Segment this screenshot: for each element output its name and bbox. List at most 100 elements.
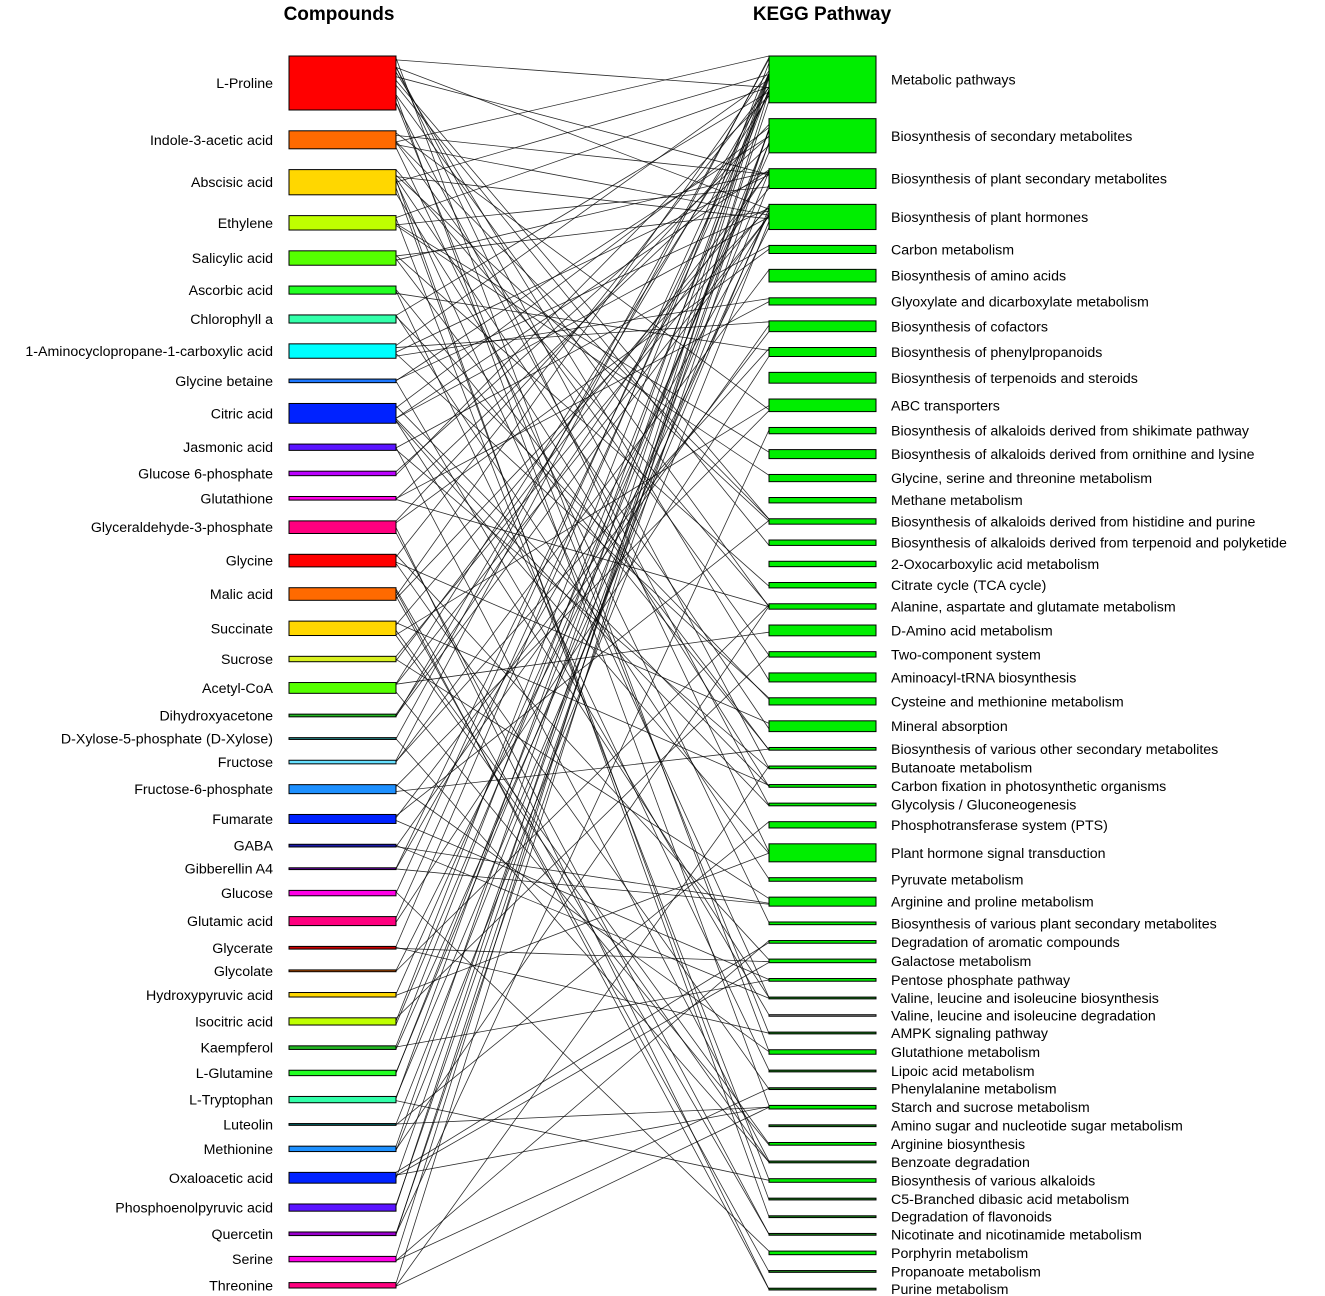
compound-label: Chlorophyll a bbox=[190, 312, 273, 328]
pathway-node-box bbox=[768, 1160, 877, 1164]
compound-label: Methionine bbox=[204, 1142, 274, 1158]
pathway-label: Glycine, serine and threonine metabolism bbox=[891, 471, 1152, 487]
pathway-node-box bbox=[768, 203, 877, 231]
pathway-node-box bbox=[768, 118, 877, 154]
edge-14-42 bbox=[395, 563, 770, 1090]
edge-0-43 bbox=[395, 95, 770, 1106]
edge-23-7 bbox=[395, 331, 770, 818]
pathway-label: ABC transporters bbox=[891, 398, 1000, 414]
edge-layer bbox=[395, 55, 770, 1290]
compound-label: Isocitric acid bbox=[195, 1014, 273, 1030]
pathway-label: Butanoate metabolism bbox=[891, 760, 1032, 776]
edge-1-0 bbox=[395, 55, 770, 143]
edge-22-25 bbox=[395, 748, 770, 792]
compound-label: Kaempferol bbox=[200, 1041, 273, 1057]
compounds-header: Compounds bbox=[284, 4, 395, 25]
edge-35-43 bbox=[395, 1106, 770, 1125]
pathway-node-box bbox=[768, 1141, 877, 1146]
pathway-label: Mineral absorption bbox=[891, 719, 1008, 735]
edge-30-30 bbox=[395, 852, 770, 996]
compound-node-box bbox=[288, 1171, 397, 1184]
edge-12-19 bbox=[395, 499, 770, 608]
pathway-label: Biosynthesis of alkaloids derived from t… bbox=[891, 536, 1287, 552]
compound-node-box bbox=[288, 314, 397, 324]
pathway-node-box bbox=[768, 244, 877, 255]
pathway-label: Biosynthesis of plant hormones bbox=[891, 210, 1088, 226]
compound-node-box bbox=[288, 1145, 397, 1153]
edge-36-19 bbox=[395, 605, 770, 1150]
edge-25-0 bbox=[395, 91, 770, 869]
edge-20-0 bbox=[395, 58, 770, 739]
edge-0-22 bbox=[395, 71, 770, 681]
edge-2-27 bbox=[395, 193, 770, 787]
pathway-label: Lipoic acid metabolism bbox=[891, 1064, 1035, 1080]
edge-22-40 bbox=[395, 784, 770, 1053]
edge-0-30 bbox=[395, 66, 770, 853]
pathway-label: Galactose metabolism bbox=[891, 954, 1031, 970]
pathway-label: Biosynthesis of various alkaloids bbox=[891, 1173, 1095, 1189]
edge-9-28 bbox=[395, 418, 770, 807]
compound-label: Glucose bbox=[221, 886, 273, 902]
edge-24-37 bbox=[395, 844, 770, 999]
edge-2-15 bbox=[395, 174, 770, 522]
edge-21-0 bbox=[395, 57, 770, 761]
pathway-label: Aminoacyl-tRNA biosynthesis bbox=[891, 670, 1076, 686]
edge-27-8 bbox=[395, 356, 770, 923]
compound-node-box bbox=[288, 843, 397, 848]
pathway-label: Pentose phosphate pathway bbox=[891, 973, 1071, 989]
edge-33-2 bbox=[395, 171, 770, 1073]
edge-6-23 bbox=[395, 316, 770, 700]
pathway-node-box bbox=[768, 1232, 877, 1236]
edge-37-43 bbox=[395, 1106, 770, 1176]
pathway-node-box bbox=[768, 940, 877, 944]
pathway-label: Biosynthesis of secondary metabolites bbox=[891, 129, 1132, 145]
compound-node-box bbox=[288, 682, 397, 694]
edge-8-1 bbox=[395, 135, 770, 382]
compound-label: Fumarate bbox=[212, 812, 273, 828]
edge-7-23 bbox=[395, 353, 770, 699]
edge-19-3 bbox=[395, 215, 770, 717]
compound-label: Fructose-6-phosphate bbox=[134, 782, 273, 798]
edge-10-26 bbox=[395, 449, 770, 769]
pathway-label: Metabolic pathways bbox=[891, 72, 1016, 88]
edge-32-36 bbox=[395, 979, 770, 1048]
compound-label: Threonine bbox=[209, 1278, 273, 1294]
pathway-node-box bbox=[768, 347, 877, 358]
pathway-label: Glyoxylate and dicarboxylate metabolism bbox=[891, 294, 1149, 310]
edge-31-21 bbox=[395, 654, 770, 1019]
pathway-label: Two-component system bbox=[891, 647, 1041, 663]
edge-24-32 bbox=[395, 846, 770, 904]
pathway-label: Arginine biosynthesis bbox=[891, 1137, 1025, 1153]
edge-3-12 bbox=[395, 223, 770, 453]
pathway-label: Purine metabolism bbox=[891, 1282, 1009, 1296]
compound-label: Luteolin bbox=[223, 1117, 273, 1133]
compound-label: Abscisic acid bbox=[191, 175, 273, 191]
pathway-label: Degradation of flavonoids bbox=[891, 1210, 1052, 1226]
pathway-node-box bbox=[768, 473, 877, 483]
compound-node-box bbox=[288, 1123, 397, 1126]
pathway-label: Propanoate metabolism bbox=[891, 1264, 1041, 1280]
pathway-node-box bbox=[768, 398, 877, 413]
compound-label: L-Glutamine bbox=[196, 1066, 273, 1082]
pathway-node-box bbox=[768, 371, 877, 384]
edge-5-25 bbox=[395, 289, 770, 750]
pathway-label: Biosynthesis of alkaloids derived from h… bbox=[891, 514, 1255, 530]
pathway-node-box bbox=[768, 720, 877, 733]
compound-node-box bbox=[288, 759, 397, 765]
edge-37-1 bbox=[395, 128, 770, 1179]
edge-15-53 bbox=[395, 590, 770, 1290]
edge-5-41 bbox=[395, 290, 770, 1071]
compound-label: Citric acid bbox=[211, 406, 273, 422]
edge-40-0 bbox=[395, 77, 770, 1258]
compound-node-box bbox=[288, 495, 397, 501]
compound-node-box bbox=[288, 520, 397, 534]
compound-label: L-Proline bbox=[216, 76, 273, 92]
pathway-node-box bbox=[768, 1049, 877, 1055]
edge-7-7 bbox=[395, 321, 770, 348]
edge-19-0 bbox=[395, 86, 770, 717]
pathway-node-box bbox=[768, 921, 877, 926]
compound-node-box bbox=[288, 655, 397, 663]
compound-node-box bbox=[288, 130, 397, 150]
compound-label: Glutamic acid bbox=[187, 914, 273, 930]
